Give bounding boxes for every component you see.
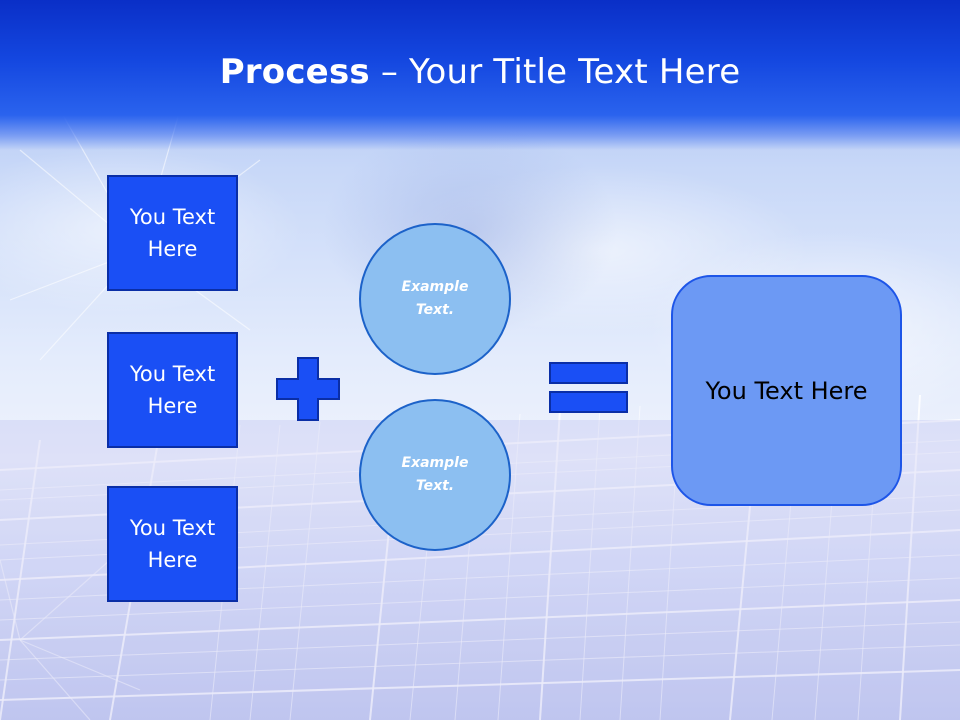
example-circle-2: Example Text. <box>359 399 511 551</box>
title-bold-text: Process <box>219 52 370 92</box>
example-circle-1: Example Text. <box>359 223 511 375</box>
plus-icon <box>276 357 340 421</box>
left-box-3: You Text Here <box>107 486 238 602</box>
title-rest-text: – Your Title Text Here <box>369 52 741 92</box>
left-box-1: You Text Here <box>107 175 238 291</box>
equals-bar-top <box>549 362 628 384</box>
title-band <box>0 0 960 150</box>
equals-bar-bottom <box>549 391 628 413</box>
result-box: You Text Here <box>671 275 902 506</box>
slide-title: Process – Your Title Text Here <box>0 52 960 92</box>
left-box-2: You Text Here <box>107 332 238 448</box>
